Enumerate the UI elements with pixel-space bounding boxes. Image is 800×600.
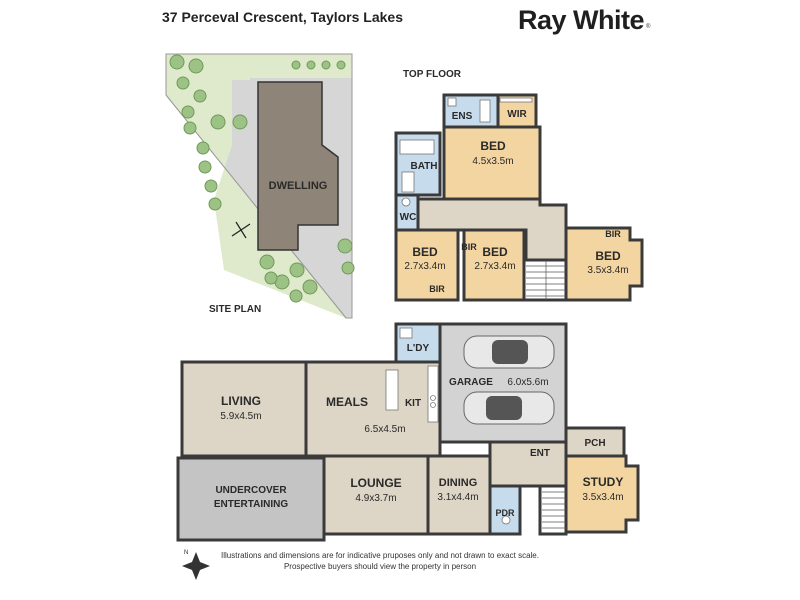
- top-floor-plan: [394, 93, 644, 302]
- wir-label: WIR: [507, 109, 527, 120]
- dining-label: DINING: [439, 477, 478, 489]
- bath-label: BATH: [410, 161, 437, 172]
- living-room: [180, 360, 308, 458]
- garage-size: 6.0x5.6m: [507, 377, 548, 388]
- site-trees: [169, 54, 355, 303]
- kit-label: KIT: [405, 398, 421, 409]
- disclaimer-line-2: Prospective buyers should view the prope…: [283, 562, 477, 571]
- dining-size: 3.1x4.4m: [437, 492, 478, 503]
- bed4-size: 3.5x3.4m: [587, 265, 628, 276]
- lawn-strip: [250, 54, 352, 78]
- bedroom-4: [564, 226, 644, 302]
- top-stair-treads: [526, 260, 566, 300]
- disclaimer-line-1: Illustrations and dimensions are for ind…: [221, 551, 539, 560]
- living-size: 5.9x4.5m: [220, 411, 261, 422]
- compass-rose-icon: N: [182, 550, 210, 580]
- ground-stair-treads: [542, 491, 566, 529]
- ground-floor-fixtures: [385, 327, 511, 525]
- compass-north-label: N: [184, 550, 188, 556]
- top-floor-fixtures: [399, 97, 533, 207]
- top-stairs: [522, 258, 568, 302]
- garage-car-bottom: [463, 391, 555, 425]
- bed2-label: BED: [412, 245, 438, 259]
- entertaining-label: ENTERTAINING: [214, 499, 288, 510]
- living-label: LIVING: [221, 394, 261, 408]
- brand-logo: Ray White: [518, 5, 645, 35]
- bed2-size: 2.7x3.4m: [404, 261, 445, 272]
- pdr-label: PDR: [495, 508, 515, 518]
- bedroom-2: [394, 228, 460, 302]
- study-label: STUDY: [583, 475, 624, 489]
- pch-label: PCH: [584, 438, 605, 449]
- study-room: [564, 454, 640, 534]
- ldy-label: L'DY: [407, 343, 430, 354]
- study-size: 3.5x3.4m: [582, 492, 623, 503]
- undercover-entertaining: [176, 456, 326, 542]
- meals-kit-size: 6.5x4.5m: [364, 424, 405, 435]
- garage-label: GARAGE: [449, 377, 493, 388]
- bed4-bir-label: BIR: [605, 229, 621, 239]
- site-compass-icon: [231, 221, 251, 239]
- dwelling-label: DWELLING: [269, 180, 328, 192]
- master-bed-size: 4.5x3.5m: [472, 156, 513, 167]
- dwelling-footprint: [257, 81, 339, 251]
- bedroom-3: [462, 228, 526, 302]
- ens-label: ENS: [452, 111, 473, 122]
- ent-label: ENT: [530, 448, 550, 459]
- disclaimer: Illustrations and dimensions are for ind…: [215, 550, 545, 572]
- site-plan: DWELLING: [165, 53, 355, 319]
- bed3-label: BED: [482, 245, 508, 259]
- property-address: 37 Perceval Crescent, Taylors Lakes: [162, 9, 404, 25]
- lounge-label: LOUNGE: [350, 476, 401, 490]
- meals-label: MEALS: [326, 395, 368, 409]
- site-boundary-outline: [165, 53, 353, 319]
- undercover-label: UNDERCOVER: [215, 485, 287, 496]
- site-plan-label: SITE PLAN: [209, 304, 261, 315]
- bed3-size: 2.7x3.4m: [474, 261, 515, 272]
- master-bedroom: [442, 125, 542, 201]
- bed2-bir-label: BIR: [429, 284, 445, 294]
- bed4-label: BED: [595, 249, 621, 263]
- lounge-size: 4.9x3.7m: [355, 493, 396, 504]
- garage-car-top: [463, 335, 555, 369]
- master-bed-label: BED: [480, 139, 506, 153]
- top-floor-label: TOP FLOOR: [403, 69, 462, 80]
- meals-kitchen-room: [304, 360, 442, 458]
- wc-label: WC: [400, 212, 417, 223]
- pdr-room: [488, 484, 522, 536]
- brand-registered-mark: ®: [646, 24, 651, 30]
- bed3-bir-label: BIR: [461, 242, 477, 252]
